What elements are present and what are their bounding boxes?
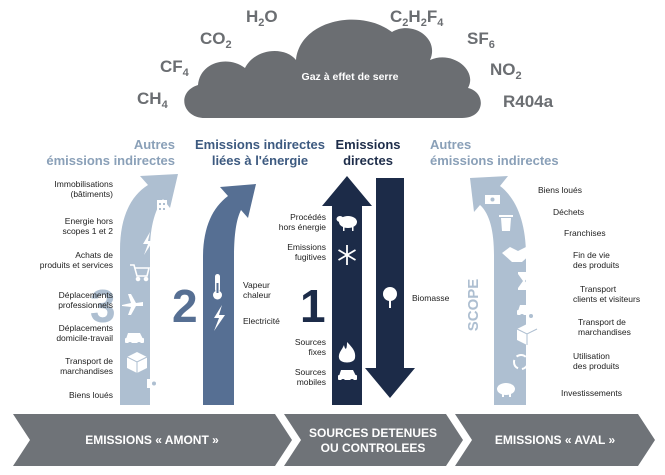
label-franchises: Franchises — [564, 228, 606, 238]
label-biomasse: Biomasse — [412, 293, 450, 303]
scope3-upstream-number: 3 — [90, 280, 116, 332]
column-headings: Autres émissions indirectes Emissions in… — [46, 137, 558, 168]
heading-direct-line1: Emissions — [335, 137, 400, 152]
greenhouse-gas-cloud: Gaz à effet de serre — [184, 19, 481, 118]
gas-list: H2O CO2 CF4 CH4 C2H2F4 SF6 NO2 R404a — [137, 7, 554, 111]
scope3-downstream-labels: Biens loués Déchets Franchises Fin de vi… — [538, 185, 640, 398]
cloud-label: Gaz à effet de serre — [302, 71, 399, 83]
scope1-arrows: 1 — [300, 176, 415, 405]
flame-icon — [338, 342, 356, 363]
hourglass-icon — [518, 272, 530, 290]
thermometer-icon — [213, 274, 222, 300]
label-investissements: Investissements — [561, 388, 622, 398]
scope2-icons — [213, 274, 225, 331]
banner-downstream — [455, 414, 655, 466]
heading-energy-line2: liées à l'énergie — [212, 153, 308, 168]
tree-icon — [383, 287, 397, 308]
scope1-icons — [336, 216, 397, 383]
heading-downstream-line2: émissions indirectes — [430, 153, 559, 168]
money-icon — [147, 379, 161, 388]
car-icon — [338, 370, 357, 383]
recycle-icon — [513, 354, 529, 370]
plane-icon — [122, 294, 143, 315]
snowflake-icon — [338, 245, 356, 265]
banner-center-line2: OU CONTROLEES — [321, 441, 426, 455]
cart-icon — [130, 264, 151, 282]
banner-downstream-label: EMISSIONS « AVAL » — [495, 433, 616, 447]
gas-no2: NO2 — [490, 60, 522, 82]
trash-icon — [499, 215, 513, 231]
piggybank-icon — [497, 383, 515, 397]
label-electricite: Electricité — [243, 316, 280, 326]
box-icon — [126, 352, 148, 373]
scope1-number: 1 — [300, 280, 326, 332]
car-icon — [125, 333, 144, 346]
scope-word: SCOPE — [465, 279, 482, 332]
scope2-arrow: 2 — [172, 184, 256, 405]
label-immobilisations: Immobilisations(bâtiments) — [54, 179, 113, 199]
banner-center-line1: SOURCES DETENUES — [309, 426, 437, 440]
gas-sf6: SF6 — [467, 29, 495, 51]
heading-direct-line2: directes — [343, 153, 393, 168]
heading-upstream-line2: émissions indirectes — [46, 153, 175, 168]
gas-ch4: CH4 — [137, 89, 169, 111]
cloud-shape — [184, 19, 481, 118]
scope2-number: 2 — [172, 280, 198, 332]
heading-energy-line1: Emissions indirectes — [195, 137, 325, 152]
building-icon — [157, 200, 167, 216]
money-icon — [485, 195, 500, 204]
scope3-downstream-arrow: 3 SCOPE — [465, 176, 526, 405]
lightning-icon — [143, 232, 153, 255]
scope3-upstream-arrow: 3 — [90, 174, 178, 405]
label-biens-loues: Biens loués — [69, 390, 113, 400]
bottom-banners: EMISSIONS « AMONT » SOURCES DETENUES OU … — [13, 414, 655, 466]
scope3-upstream-icons — [122, 200, 167, 388]
label-biens-loues-aval: Biens loués — [538, 185, 582, 195]
lightning-icon — [214, 305, 225, 331]
car-icon — [517, 305, 536, 318]
gas-r404a: R404a — [503, 92, 554, 111]
banner-upstream — [13, 414, 292, 466]
gas-co2: CO2 — [200, 29, 232, 51]
banner-upstream-label: EMISSIONS « AMONT » — [85, 433, 219, 447]
scope1-up-arrow — [322, 176, 372, 405]
box-icon — [516, 324, 538, 345]
sheep-icon — [336, 216, 357, 231]
gas-c2h2f4: C2H2F4 — [390, 7, 444, 29]
banner-center — [284, 414, 463, 466]
gas-cf4: CF4 — [160, 57, 190, 79]
heading-downstream-line1: Autres — [430, 137, 471, 152]
heading-upstream-line1: Autres — [134, 137, 175, 152]
label-dechets: Déchets — [553, 207, 584, 217]
handshake-icon — [502, 247, 532, 262]
scope3-downstream-icons — [485, 195, 538, 397]
gas-h2o: H2O — [246, 7, 278, 29]
